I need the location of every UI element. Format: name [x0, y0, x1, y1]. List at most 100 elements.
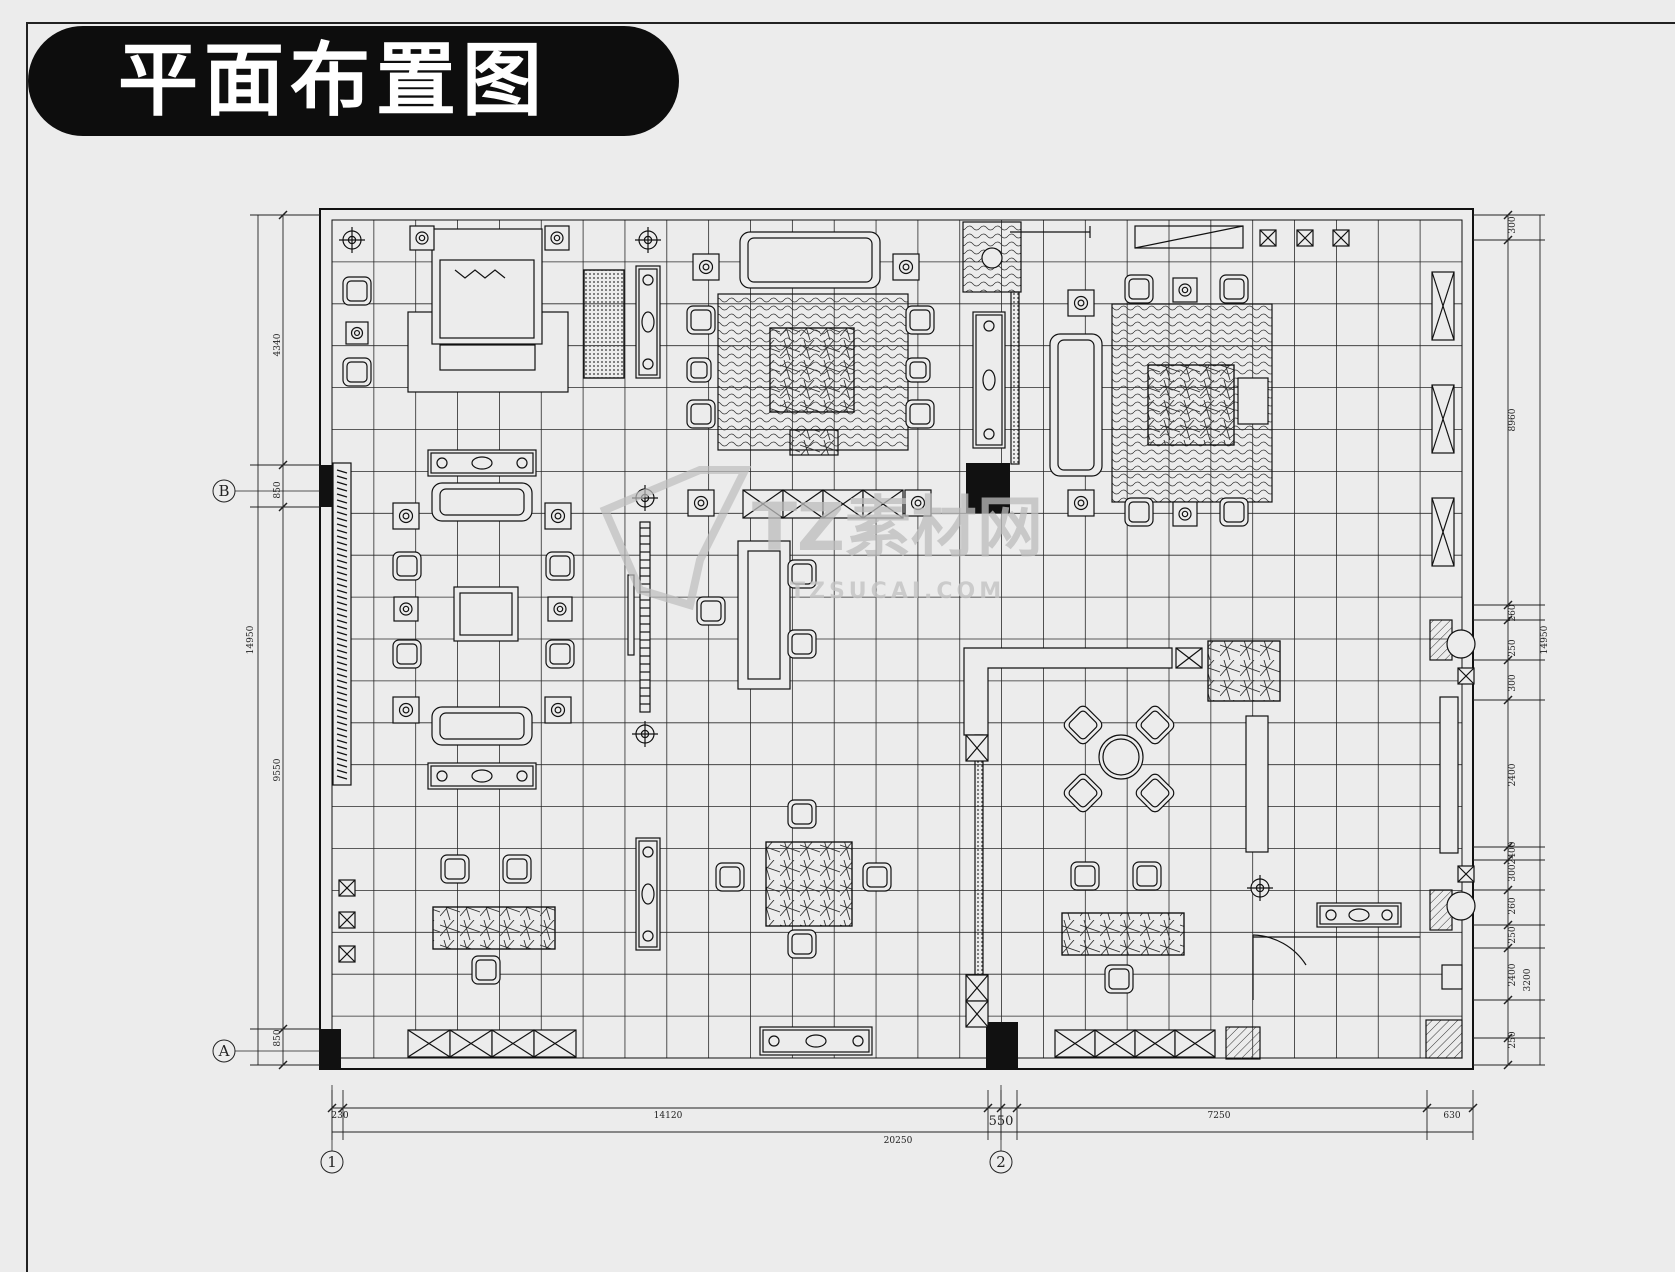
- dim-right-inner-7: 250: [1508, 926, 1518, 943]
- watermark-logo-icon: [599, 466, 752, 611]
- dim-left-1: 4340: [273, 333, 283, 356]
- cabinet: [533, 1029, 577, 1058]
- door: [1225, 619, 1463, 1060]
- armchair: [862, 862, 892, 892]
- cabinet: [1054, 1029, 1096, 1058]
- cabinet: [1431, 271, 1455, 341]
- cabinet: [965, 1000, 989, 1028]
- bed: [407, 228, 569, 393]
- cabinet: [822, 489, 864, 519]
- side-table: [544, 225, 570, 251]
- dim-left-3: 14950: [246, 625, 256, 654]
- tea-table: [1061, 912, 1185, 956]
- dim-right-5: 3200: [1523, 968, 1533, 991]
- dim-right-inner-2: 250: [1508, 639, 1518, 656]
- dim-left-2: 850: [273, 481, 283, 498]
- cabinet: [338, 879, 356, 897]
- cabinet: [965, 734, 989, 762]
- console-table: [635, 265, 661, 379]
- armchair: [787, 799, 817, 829]
- side-table: [692, 253, 720, 281]
- axis-marker-b: B: [212, 479, 320, 503]
- bookshelf: [583, 269, 625, 379]
- dim-right-inner-4: 2400: [1508, 841, 1518, 864]
- curtain-wall: [332, 462, 352, 786]
- card-table: [765, 841, 853, 927]
- dim-bottom-2: 14120: [654, 1111, 683, 1121]
- cabinet: [1457, 667, 1475, 685]
- tea-table: [432, 906, 556, 950]
- side-table: [544, 502, 572, 530]
- cabinet: [782, 489, 824, 519]
- armchair: [1132, 861, 1162, 891]
- armchair: [696, 596, 726, 626]
- side-table: [392, 502, 420, 530]
- armchair: [686, 399, 716, 429]
- lamp: [339, 227, 365, 253]
- side-table: [544, 696, 572, 724]
- side-table: [547, 596, 573, 622]
- cabinet: [491, 1029, 535, 1058]
- axis-marker-1: 1: [320, 1085, 344, 1174]
- watermark-sub: TZSUCAI.COM: [790, 579, 1005, 604]
- armchair: [545, 639, 575, 669]
- armchair: [787, 929, 817, 959]
- side-table: [1067, 489, 1095, 517]
- side-table: [1172, 501, 1198, 527]
- side-table: [1067, 289, 1095, 317]
- decor-screen: [962, 221, 1091, 465]
- sofa: [431, 706, 533, 746]
- service-counter: [1439, 696, 1463, 990]
- side-table: [409, 225, 435, 251]
- dim-left-5: 850: [273, 1029, 283, 1046]
- armchair: [471, 955, 501, 985]
- cabinet: [1431, 497, 1455, 567]
- cabinet: [1259, 229, 1277, 247]
- dim-bottom-5: 630: [1443, 1111, 1460, 1121]
- dim-right-4: 2400: [1508, 763, 1518, 786]
- dim-right-3: 14950: [1540, 625, 1550, 654]
- axis-markers: B A 1 2: [212, 479, 1013, 1174]
- axis-label-1: 1: [327, 1153, 337, 1171]
- dim-right-inner-5: 300: [1508, 864, 1518, 881]
- cabinet: [862, 489, 904, 519]
- console-table: [972, 311, 1006, 449]
- armchair: [440, 854, 470, 884]
- axis-marker-a: A: [212, 1039, 320, 1063]
- cabinet: [742, 489, 784, 519]
- dim-right-inner-8: 2400: [1508, 963, 1518, 986]
- wash-basin: [1446, 629, 1476, 921]
- round-table: [1098, 734, 1144, 780]
- watermark-main: TZ素材网: [752, 489, 1043, 566]
- cabinet: [1431, 384, 1455, 454]
- armchair: [905, 357, 931, 383]
- armchair: [905, 399, 935, 429]
- armchair: [1124, 497, 1154, 527]
- dim-right-2: 8960: [1508, 408, 1518, 431]
- sofa: [1049, 333, 1103, 477]
- armchair: [342, 276, 372, 306]
- armchair: [1070, 861, 1100, 891]
- dimension-lines: [250, 210, 1545, 1140]
- dim-right-inner-1: 260: [1508, 604, 1518, 621]
- armchair: [787, 559, 817, 589]
- sofa: [739, 231, 881, 289]
- armchair: [1135, 773, 1175, 813]
- title-banner: 平面布置图: [28, 26, 679, 136]
- armchair: [787, 629, 817, 659]
- armchair: [686, 305, 716, 335]
- console-table: [1316, 902, 1402, 928]
- cabinet: [449, 1029, 493, 1058]
- console-table: [427, 449, 537, 477]
- dim-right-inner-6: 260: [1508, 897, 1518, 914]
- axis-marker-2: 2: [989, 1085, 1013, 1174]
- cabinet: [1332, 229, 1350, 247]
- side-table: [393, 596, 419, 622]
- armchair: [1219, 497, 1249, 527]
- lamp: [632, 721, 658, 747]
- axis-label-a: A: [218, 1042, 230, 1060]
- axis-label-2: 2: [996, 1153, 1006, 1171]
- cabinet: [1296, 229, 1314, 247]
- cabinet: [407, 1029, 451, 1058]
- sofa: [431, 482, 533, 522]
